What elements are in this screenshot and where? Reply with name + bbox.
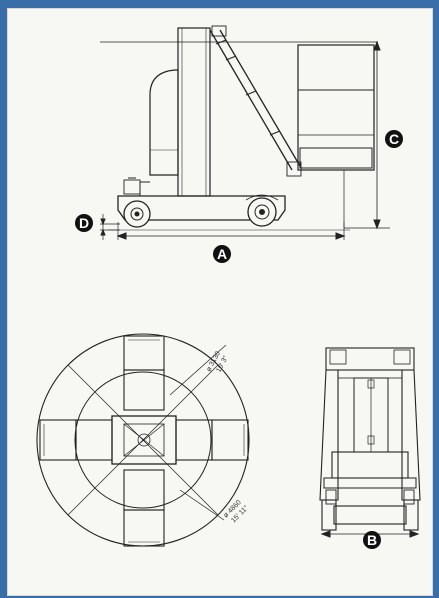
- chassis: [117, 195, 286, 221]
- control-box: [123, 179, 141, 195]
- dimension-c: [344, 40, 390, 230]
- basket-east: [175, 419, 249, 461]
- front-chassis: [331, 451, 409, 479]
- label-d: D: [79, 215, 89, 231]
- drawing-sheet: [7, 8, 433, 596]
- top-view-turning-radius: [36, 333, 250, 547]
- front-wheel-right: [403, 499, 419, 531]
- mast: [177, 27, 211, 197]
- basket-west: [39, 419, 113, 461]
- basket-north: [123, 335, 165, 411]
- basket-south: [123, 469, 165, 547]
- engine-housing: [149, 69, 179, 176]
- front-view: [319, 347, 421, 538]
- badge-c: C: [385, 130, 403, 148]
- label-b: B: [367, 532, 377, 548]
- rear-wheel: [123, 200, 151, 228]
- dimension-a: [116, 222, 346, 240]
- label-c: C: [389, 131, 399, 147]
- inner-turning-circle: [74, 371, 212, 509]
- label-a: A: [217, 246, 227, 262]
- badge-d: D: [75, 214, 93, 232]
- badge-b: B: [363, 531, 381, 549]
- front-wheel-left: [321, 499, 337, 531]
- jib-arm: [209, 25, 302, 177]
- platform-basket: [297, 44, 375, 228]
- front-wheel: [245, 194, 279, 227]
- badge-a: A: [213, 245, 231, 263]
- side-view: [100, 25, 390, 240]
